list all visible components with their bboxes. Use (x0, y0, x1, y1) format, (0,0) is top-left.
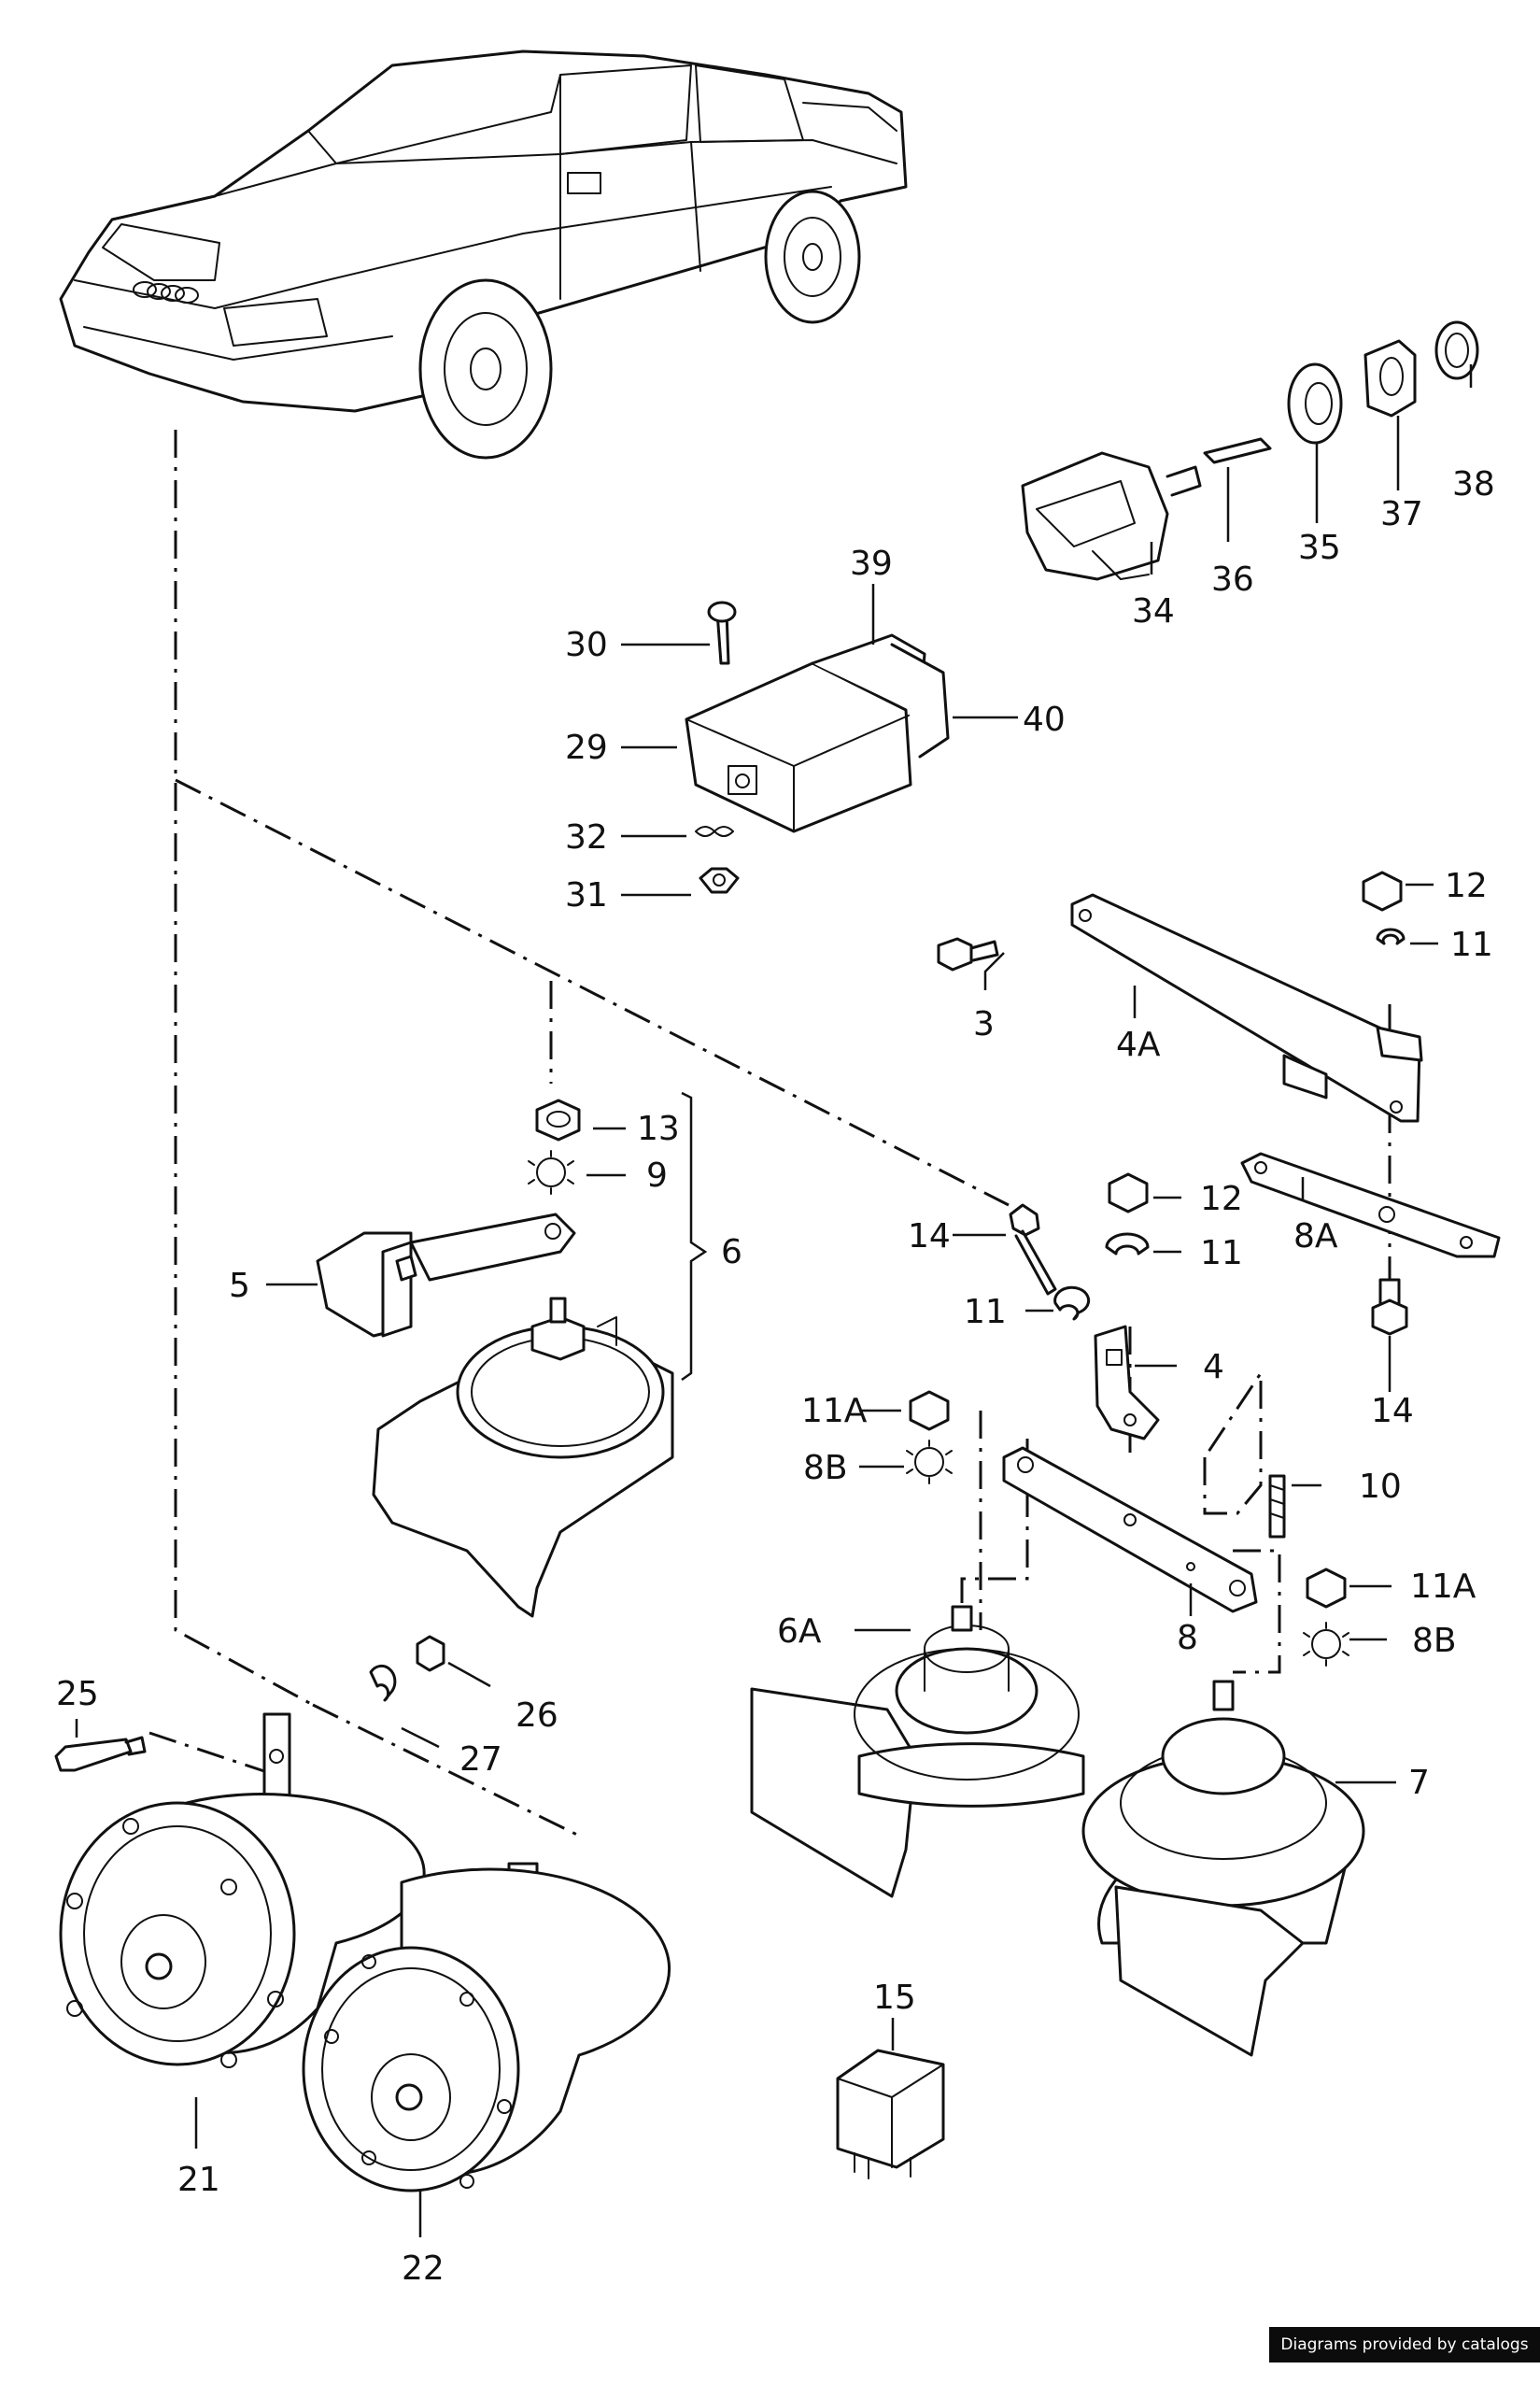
callout-27: 27 (459, 1740, 502, 1779)
callout-8b-left: 8B (803, 1449, 848, 1487)
leader-lines (75, 364, 1473, 2237)
callout-32: 32 (565, 818, 608, 857)
horn-6 (316, 1099, 674, 1618)
callout-14-mid: 14 (908, 1217, 951, 1256)
callout-15: 15 (873, 1979, 916, 2017)
callout-8b-right: 8B (1412, 1622, 1457, 1660)
callout-labels: 38 37 35 36 34 39 30 40 29 32 31 12 11 3… (56, 465, 1495, 2288)
bracket-8a (1240, 1152, 1501, 1336)
callout-3: 3 (973, 1005, 995, 1043)
callout-38: 38 (1452, 465, 1495, 504)
callout-6: 6 (721, 1233, 742, 1271)
callout-11-low: 11 (964, 1293, 1007, 1331)
callout-8a: 8A (1293, 1217, 1338, 1256)
callout-6a: 6A (777, 1612, 822, 1651)
callout-26: 26 (516, 1696, 558, 1735)
callout-36: 36 (1211, 560, 1254, 599)
callout-4a: 4A (1116, 1026, 1161, 1064)
credit-badge: Diagrams provided by catalogs parts (1269, 2327, 1540, 2390)
callout-35: 35 (1298, 529, 1341, 567)
bracket-4a-group (937, 871, 1423, 1123)
callout-11a-left: 11A (801, 1392, 868, 1430)
callout-5: 5 (229, 1267, 250, 1305)
callout-37: 37 (1380, 495, 1423, 533)
callout-4: 4 (1203, 1348, 1224, 1386)
callout-13: 13 (637, 1110, 680, 1148)
switch-assembly (1021, 320, 1479, 581)
callout-40: 40 (1023, 701, 1066, 739)
callout-14-right: 14 (1371, 1392, 1414, 1430)
callout-11-mid: 11 (1200, 1234, 1243, 1272)
relay-15 (836, 2049, 945, 2179)
control-unit (685, 601, 950, 894)
callout-22: 22 (402, 2249, 445, 2288)
callout-11a-right: 11A (1410, 1568, 1476, 1606)
callout-11-top: 11 (1450, 926, 1493, 964)
connection-lines (148, 430, 1392, 1838)
callout-12-top: 12 (1445, 867, 1488, 905)
callout-10: 10 (1359, 1468, 1402, 1506)
horns-21-22 (54, 1635, 671, 2192)
bracket-4-group (1009, 1172, 1160, 1440)
callout-34: 34 (1132, 592, 1175, 631)
callout-9: 9 (646, 1156, 668, 1195)
car-illustration (59, 50, 908, 460)
callout-8: 8 (1177, 1619, 1198, 1657)
callout-25: 25 (56, 1675, 99, 1713)
bracket-8-group (750, 1390, 1365, 2057)
callout-7: 7 (1408, 1764, 1430, 1802)
callout-39: 39 (850, 545, 893, 583)
callout-31: 31 (565, 876, 608, 915)
callout-21: 21 (177, 2161, 220, 2199)
callout-30: 30 (565, 626, 608, 664)
callout-29: 29 (565, 729, 608, 767)
callout-12-mid: 12 (1200, 1180, 1243, 1218)
